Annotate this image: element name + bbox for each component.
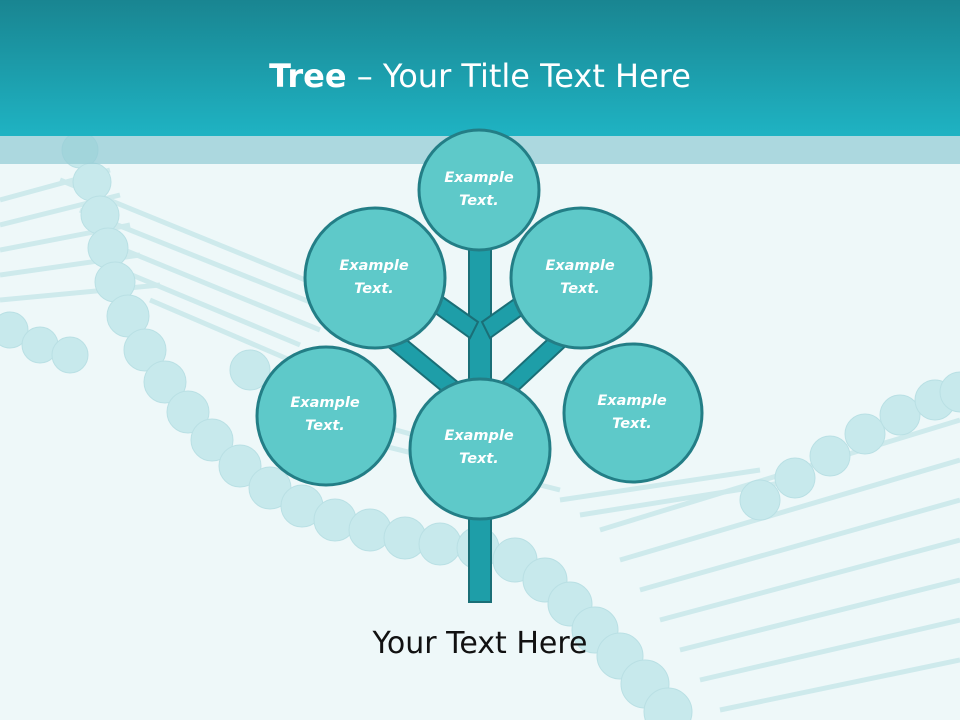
- node-label-lower-left: Example Text.: [265, 392, 385, 438]
- tree-node-lower-right[interactable]: [562, 342, 704, 484]
- tree-node-upper-right[interactable]: [509, 206, 653, 350]
- title-bold-text: Tree: [269, 57, 347, 95]
- tree-node-top[interactable]: [417, 128, 541, 252]
- node-label-line2: Text.: [560, 281, 600, 297]
- node-label-line1: Example: [339, 258, 409, 274]
- node-label-center: Example Text.: [419, 425, 539, 471]
- node-label-line2: Text.: [612, 416, 652, 432]
- node-label-lower-right: Example Text.: [572, 390, 692, 436]
- node-label-line1: Example: [597, 393, 667, 409]
- node-label-line2: Text.: [305, 418, 345, 434]
- node-label-top: Example Text.: [419, 167, 539, 213]
- node-label-line2: Text.: [459, 451, 499, 467]
- node-label-upper-left: Example Text.: [314, 255, 434, 301]
- title-bar: [0, 0, 960, 136]
- node-label-line1: Example: [444, 170, 514, 186]
- footer-text[interactable]: Your Text Here: [372, 626, 588, 661]
- node-label-line1: Example: [545, 258, 615, 274]
- tree-node-center[interactable]: [408, 377, 552, 521]
- node-label-upper-right: Example Text.: [520, 255, 640, 301]
- title-rest-text: – Your Title Text Here: [346, 57, 691, 95]
- node-label-line1: Example: [290, 395, 360, 411]
- slide-title[interactable]: Tree – Your Title Text Here: [0, 52, 960, 100]
- tree-node-upper-left[interactable]: [303, 206, 447, 350]
- tree-node-lower-left[interactable]: [255, 345, 397, 487]
- node-label-line2: Text.: [459, 193, 499, 209]
- node-label-line1: Example: [444, 428, 514, 444]
- node-label-line2: Text.: [354, 281, 394, 297]
